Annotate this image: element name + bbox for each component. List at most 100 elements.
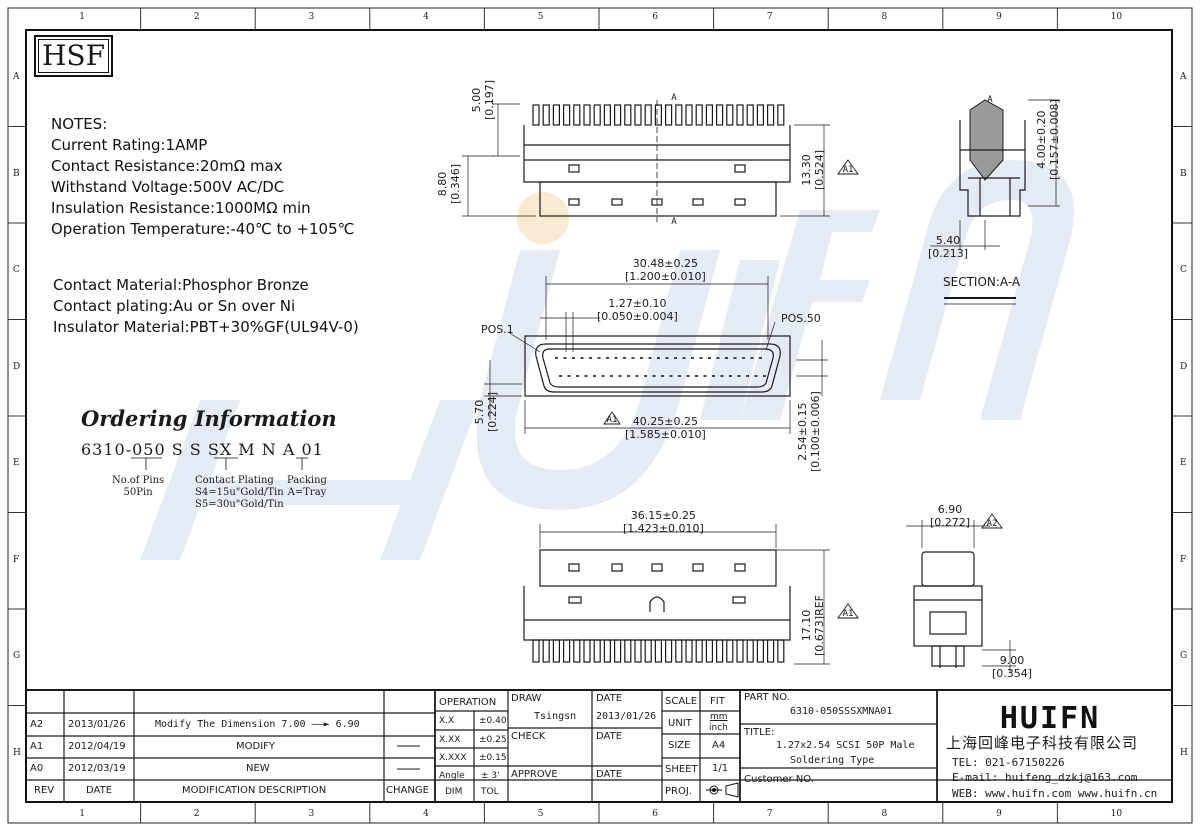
ordering-code: 6310-050 S S SX M N A 01 xyxy=(81,440,324,459)
rev-header-rev: REV xyxy=(34,785,55,796)
rev-row-1-desc: Modify The Dimension 7.00 ——► 6.90 xyxy=(155,719,360,730)
bottom-pin xyxy=(695,639,703,663)
frame-row-label: E xyxy=(1180,458,1187,469)
packing-callout: Packing A=Tray xyxy=(287,475,327,499)
bottom-pin xyxy=(705,639,714,663)
dim-8-80: 8.80[0.346] xyxy=(436,163,462,204)
rev-mark-3: A1 xyxy=(843,609,854,619)
date-label-1: DATE xyxy=(596,693,623,704)
bottom-pin xyxy=(664,639,673,663)
top-pin xyxy=(573,104,581,126)
customer-label: Customer NO. xyxy=(744,774,814,785)
company-logo: HUIFN xyxy=(1000,701,1100,736)
frame-row-label: B xyxy=(1180,168,1187,179)
material-line: Contact Material:Phosphor Bronze xyxy=(53,276,309,294)
bottom-pin xyxy=(593,639,601,663)
title-line-1: 1.27x2.54 SCSI 50P Male xyxy=(776,740,915,751)
pins-label: No.of Pins xyxy=(112,475,165,486)
rev-row-3-rev: A0 xyxy=(30,763,44,774)
notes-heading: NOTES: xyxy=(51,115,108,133)
top-pin xyxy=(736,104,744,126)
pins-value: 50Pin xyxy=(123,487,153,498)
tol-dim-3: X.XXX xyxy=(439,753,467,763)
packing-label: Packing xyxy=(287,475,327,486)
frame-row-label: F xyxy=(1180,554,1187,565)
title-line-2: Soldering Type xyxy=(790,755,875,766)
tol-val-3: ±0.15 xyxy=(479,753,507,763)
dim-5-00: 5.00[0.197] xyxy=(470,79,496,120)
top-pin xyxy=(562,104,571,126)
ordering-title: Ordering Information xyxy=(81,406,337,431)
tol-val-2: ±0.25 xyxy=(479,735,507,745)
frame-col-label: 2 xyxy=(193,809,200,819)
section-label: SECTION:A-A xyxy=(943,275,1021,289)
revision-triangles xyxy=(603,159,1003,619)
dim-2-54: 2.54±0.15[0.100±0.006] xyxy=(796,391,822,472)
approve-label: APPROVE xyxy=(511,769,558,780)
sheet-label: SHEET xyxy=(665,764,698,775)
date-label-3: DATE xyxy=(596,769,623,780)
bottom-pin xyxy=(583,639,591,663)
frame-col-label: 7 xyxy=(766,12,773,22)
frame-col-label: 10 xyxy=(1110,809,1123,819)
frame-row-label: H xyxy=(13,747,21,758)
frame-row-label: C xyxy=(1180,265,1187,276)
frame-row-label: G xyxy=(1180,651,1188,662)
dim-40-25: 40.25±0.25[1.585±0.010] xyxy=(625,415,706,441)
frame-col-label: 5 xyxy=(537,12,544,22)
top-pin xyxy=(756,104,765,126)
pins-callout: No.of Pins 50Pin xyxy=(112,475,164,499)
top-pin xyxy=(624,104,632,126)
material-line: Insulator Material:PBT+30%GF(UL94V-0) xyxy=(53,318,359,336)
draw-label: DRAW xyxy=(511,693,542,704)
frame-col-label: 4 xyxy=(423,12,429,22)
note-line: Withstand Voltage:500V AC/DC xyxy=(51,178,285,196)
rev-row-1-date: 2013/01/26 xyxy=(68,719,126,730)
bottom-pin xyxy=(573,639,581,663)
company-web: WEB: www.huifn.com www.huifn.cn xyxy=(952,787,1158,800)
frame-row-label: D xyxy=(13,361,21,372)
frame-col-label: 10 xyxy=(1110,12,1123,22)
plating-s4: S4=15u"Gold/Tin xyxy=(195,487,284,498)
cut-label-top: A xyxy=(671,93,677,103)
plating-callout: Contact Plating S4=15u"Gold/Tin S5=30u"G… xyxy=(195,475,284,511)
frame-col-label: 5 xyxy=(537,809,544,819)
projection-symbol-icon xyxy=(706,782,739,798)
tol-dim-4: Angle xyxy=(439,771,465,781)
top-pin xyxy=(664,104,673,126)
check-label: CHECK xyxy=(511,731,546,742)
part-no-value: 6310-050SSSXMNA01 xyxy=(790,706,893,717)
bottom-pin xyxy=(613,639,622,663)
section-cut-label: A xyxy=(987,95,993,105)
rev-header-desc: MODIFICATION DESCRIPTION xyxy=(182,785,327,796)
ordering-leaders xyxy=(131,457,308,470)
top-pin xyxy=(675,104,683,126)
bottom-pin xyxy=(715,639,724,663)
top-pin xyxy=(542,104,550,126)
scale-label: SCALE xyxy=(665,696,698,707)
rev-mark-2: A1 xyxy=(607,415,618,425)
bottom-pin xyxy=(624,639,632,663)
bottom-side-view xyxy=(523,524,830,665)
title-block-grid xyxy=(26,689,1172,802)
pos-50-label: POS.50 xyxy=(781,312,821,325)
frame-col-label: 6 xyxy=(652,12,659,22)
bottom-pin xyxy=(654,639,663,663)
plating-s5: S5=30u"Gold/Tin xyxy=(195,499,284,510)
frame-row-label: E xyxy=(13,458,20,469)
bottom-pin xyxy=(726,639,734,663)
dim-17-10: 17.10[0.673]REF xyxy=(800,595,826,656)
top-pin xyxy=(777,104,785,126)
watermark xyxy=(140,160,1074,560)
bottom-pin xyxy=(532,639,540,663)
tol-dim-2: X.XX xyxy=(439,735,461,745)
sheet-value: 1/1 xyxy=(712,763,729,774)
dim-4-00: 4.00±0.20[0.157±0.008] xyxy=(1035,99,1061,180)
top-pin xyxy=(644,104,652,126)
tol-foot-tol: TOL xyxy=(481,787,499,797)
frame-col-label: 1 xyxy=(79,12,86,22)
top-pin xyxy=(613,104,622,126)
top-pin xyxy=(715,104,724,126)
bottom-pin xyxy=(562,639,571,663)
